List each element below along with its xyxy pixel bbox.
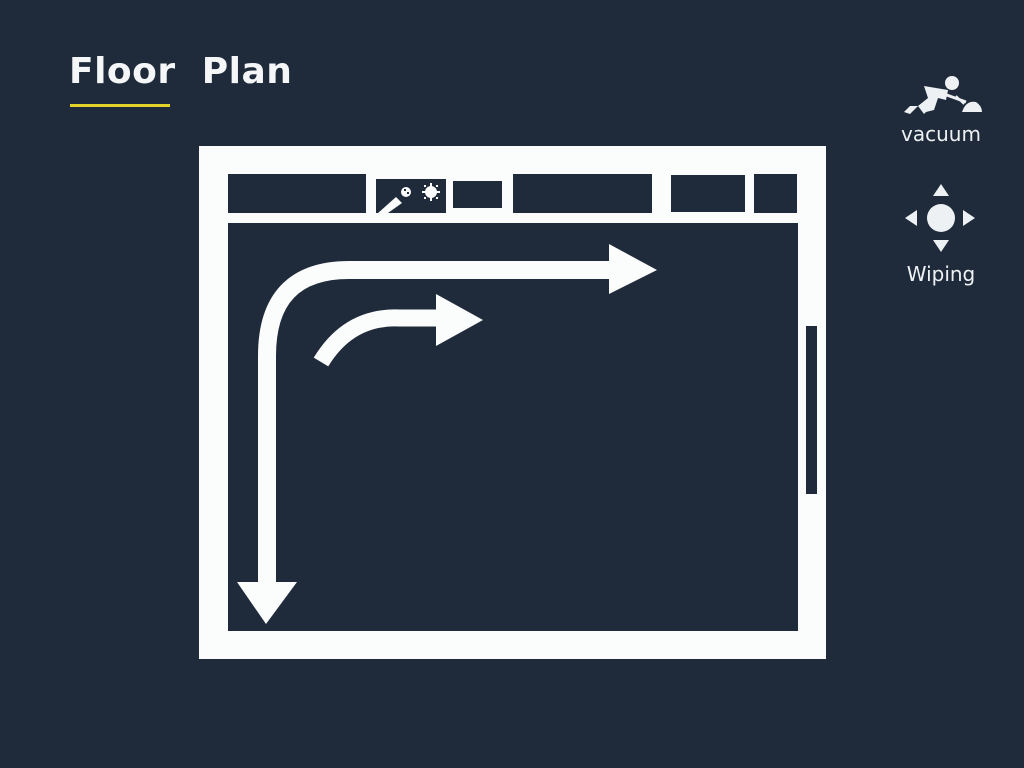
- title-underline: [70, 104, 170, 107]
- room-3[interactable]: [453, 181, 502, 208]
- door-slot: [806, 326, 817, 494]
- mode-vacuum-label: vacuum: [901, 122, 981, 146]
- page-title: Floor Plan: [69, 51, 293, 92]
- room-6[interactable]: [754, 174, 797, 213]
- floor-plan-map[interactable]: [199, 146, 826, 659]
- path-outer-arrow-icon: [237, 244, 657, 624]
- room-5[interactable]: [671, 175, 745, 212]
- mode-wiping-label: Wiping: [906, 262, 976, 286]
- mode-vacuum-button[interactable]: vacuum: [886, 76, 996, 146]
- room-1[interactable]: [228, 174, 366, 213]
- room-main[interactable]: [228, 223, 798, 631]
- path-inner-arrow-icon: [313, 294, 483, 367]
- mode-wiping-button[interactable]: Wiping: [886, 180, 996, 286]
- robot-docking-icon: [378, 183, 440, 213]
- room-4[interactable]: [513, 174, 652, 213]
- room-2[interactable]: [376, 179, 446, 213]
- directional-pad-icon: [905, 184, 975, 252]
- vacuum-person-icon: [904, 76, 982, 114]
- cleaning-paths: [237, 244, 657, 624]
